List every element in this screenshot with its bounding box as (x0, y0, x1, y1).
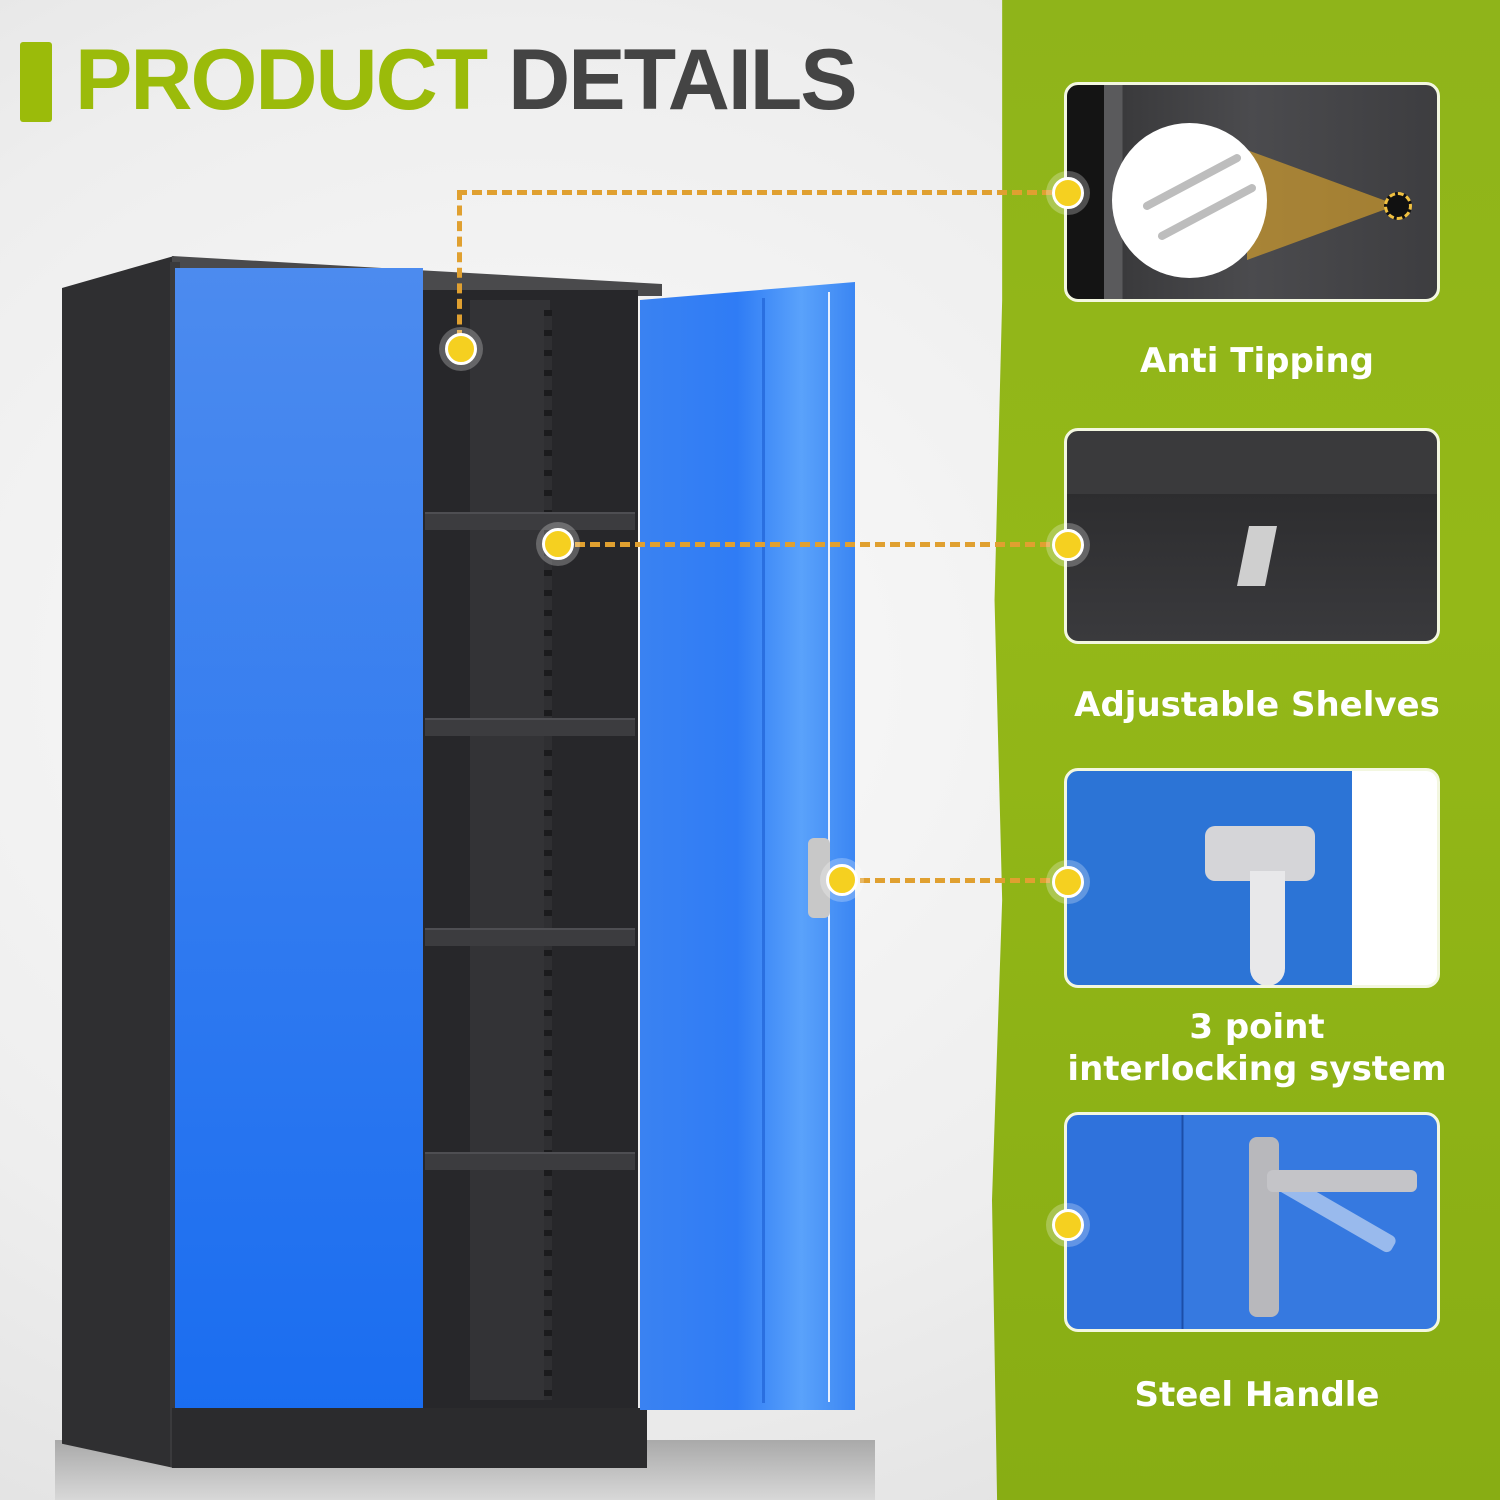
feature-card-adjustable-shelves (1064, 428, 1440, 644)
feature-card-anti-tipping (1064, 82, 1440, 302)
left-door (175, 268, 423, 1416)
shelf (425, 718, 635, 736)
page-title: PRODUCT DETAILS (75, 30, 858, 130)
cabinet-side-panel (62, 256, 174, 1468)
feature-card-steel-handle (1064, 1112, 1440, 1332)
feature-label: Adjustable Shelves (1074, 685, 1440, 725)
shelf-clip-icon (1237, 526, 1277, 586)
shelf (425, 512, 635, 530)
card-dot (1052, 866, 1084, 898)
connector-line (845, 878, 1065, 883)
handle-lever (1267, 1170, 1417, 1192)
connector-line (457, 190, 462, 340)
callout-dot-lock (826, 864, 858, 896)
feature-label: Anti Tipping (1140, 341, 1374, 381)
card-dot (1052, 529, 1084, 561)
callout-dot-shelves (542, 528, 574, 560)
cabinet-base (172, 1408, 647, 1468)
connector-line (457, 190, 1067, 195)
cabinet-back-wall (470, 300, 550, 1400)
title-highlight: PRODUCT (75, 32, 488, 128)
card-dot (1052, 177, 1084, 209)
card-dot (1052, 1209, 1084, 1241)
feature-label-line2: interlocking system (1067, 1049, 1447, 1089)
anchor-hole-icon (1384, 192, 1412, 220)
door-lock-icon (808, 838, 830, 918)
handle-icon (1249, 1137, 1279, 1317)
feature-label-line1: 3 point (1189, 1007, 1325, 1047)
highlight-beam (1247, 150, 1397, 260)
feature-card-interlocking (1064, 768, 1440, 988)
title-rest: DETAILS (508, 32, 858, 128)
shelf (425, 928, 635, 946)
anchor-screw-icon (1112, 123, 1267, 278)
connector-line (560, 542, 1065, 547)
shelf (425, 1152, 635, 1170)
latch-handle (1250, 871, 1285, 985)
header-accent-block (20, 42, 52, 122)
door-rib (762, 298, 765, 1403)
callout-dot-anti-tipping (445, 333, 477, 365)
shelf-rail (544, 310, 552, 1400)
feature-label: Steel Handle (1134, 1375, 1380, 1415)
